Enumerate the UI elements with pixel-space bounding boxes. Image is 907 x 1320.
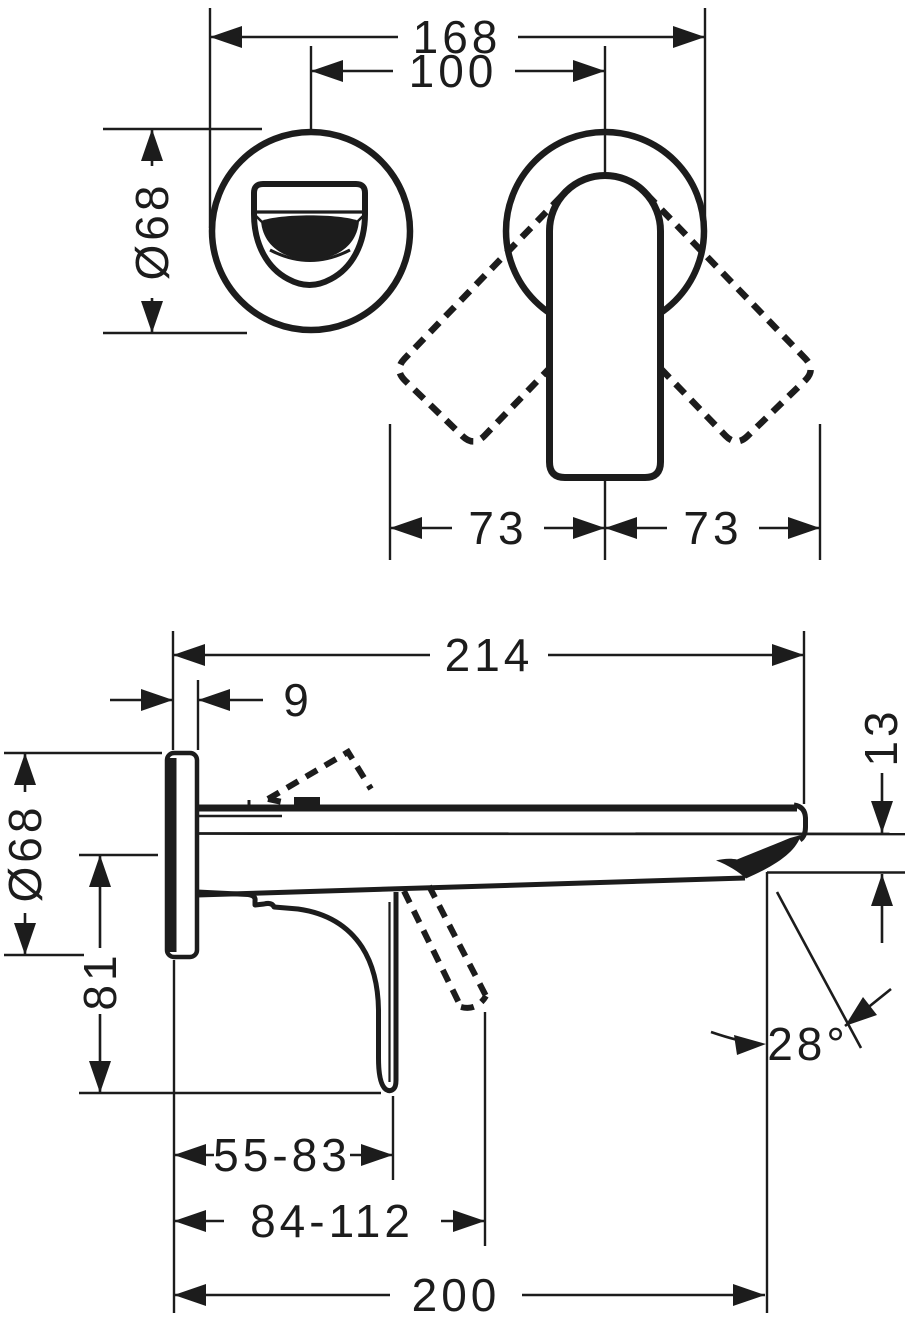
dim-label-55-83: 55-83 [213, 1129, 351, 1181]
dim-tip-to-wall-200: 200 [174, 1269, 765, 1320]
dim-label-dia68-front: Ø68 [126, 182, 178, 281]
dim-plate-offset-9: 9 [110, 674, 313, 750]
dim-label-73-right: 73 [683, 502, 742, 554]
dim-label-28deg: 28° [767, 1018, 849, 1070]
dim-label-84-112: 84-112 [250, 1195, 414, 1247]
spout-tip-edge [793, 802, 808, 843]
handle-dashed-positions-side [266, 747, 489, 1011]
dim-overall-width-168: 168 [208, 8, 707, 228]
handle-base-bar [294, 797, 320, 806]
handle-open-dashed-tip [460, 994, 489, 1011]
dim-center-distance-100: 100 [309, 45, 607, 174]
spout-underside-line [196, 875, 746, 898]
front-view [208, 128, 814, 481]
spout-side-view [196, 797, 906, 898]
side-view [164, 747, 906, 1094]
side-view-dimensions: 214 9 13 28° [0, 629, 907, 1320]
handle-open-dashed-back [426, 884, 489, 998]
handle-raised-dashed-base [267, 796, 288, 806]
dim-label-dia68-side: Ø68 [0, 804, 51, 903]
spout-inner-arc [269, 248, 351, 262]
spout-lens-tick-right [356, 211, 368, 223]
spout-front-view [251, 181, 368, 288]
dim-handle-reach-55-83: 55-83 [172, 960, 395, 1313]
dim-escutcheon-diameter-side: Ø68 [0, 751, 162, 957]
spout-mouth-beak [716, 835, 801, 879]
dim-label-200: 200 [412, 1269, 501, 1320]
spout-lens-tick-left [251, 211, 263, 223]
dim-label-73-left: 73 [468, 502, 527, 554]
handle-side-outline [196, 889, 399, 1094]
dim-label-214: 214 [445, 629, 534, 681]
handle-side-view [196, 889, 399, 1094]
handle-front-view [546, 172, 664, 481]
dim-handle-reach-84-112: 84-112 [174, 1012, 487, 1247]
spout-outlet-lens [261, 215, 359, 260]
dim-label-168: 168 [413, 11, 502, 63]
handle-open-dashed-front [401, 889, 464, 1009]
wall-plate-side [164, 750, 200, 960]
dim-label-81: 81 [74, 951, 126, 1010]
dim-handle-drop-81: 81 [74, 853, 381, 1095]
dim-handle-swing-73-73: 73 73 [388, 424, 822, 560]
dim-label-9: 9 [283, 674, 313, 726]
dim-spout-projection-214: 214 [171, 629, 806, 804]
spout-lower-edge-line [196, 832, 906, 836]
dim-label-100: 100 [409, 45, 498, 97]
handle-raised-dashed [266, 747, 374, 802]
front-view-dimensions: 168 100 Ø68 [103, 8, 822, 560]
dim-tip-height-13: 13 [767, 707, 907, 943]
dim-spout-angle-28: 28° [710, 872, 892, 1313]
dim-label-13: 13 [855, 707, 907, 766]
dim-escutcheon-diameter-front: Ø68 [103, 127, 262, 335]
